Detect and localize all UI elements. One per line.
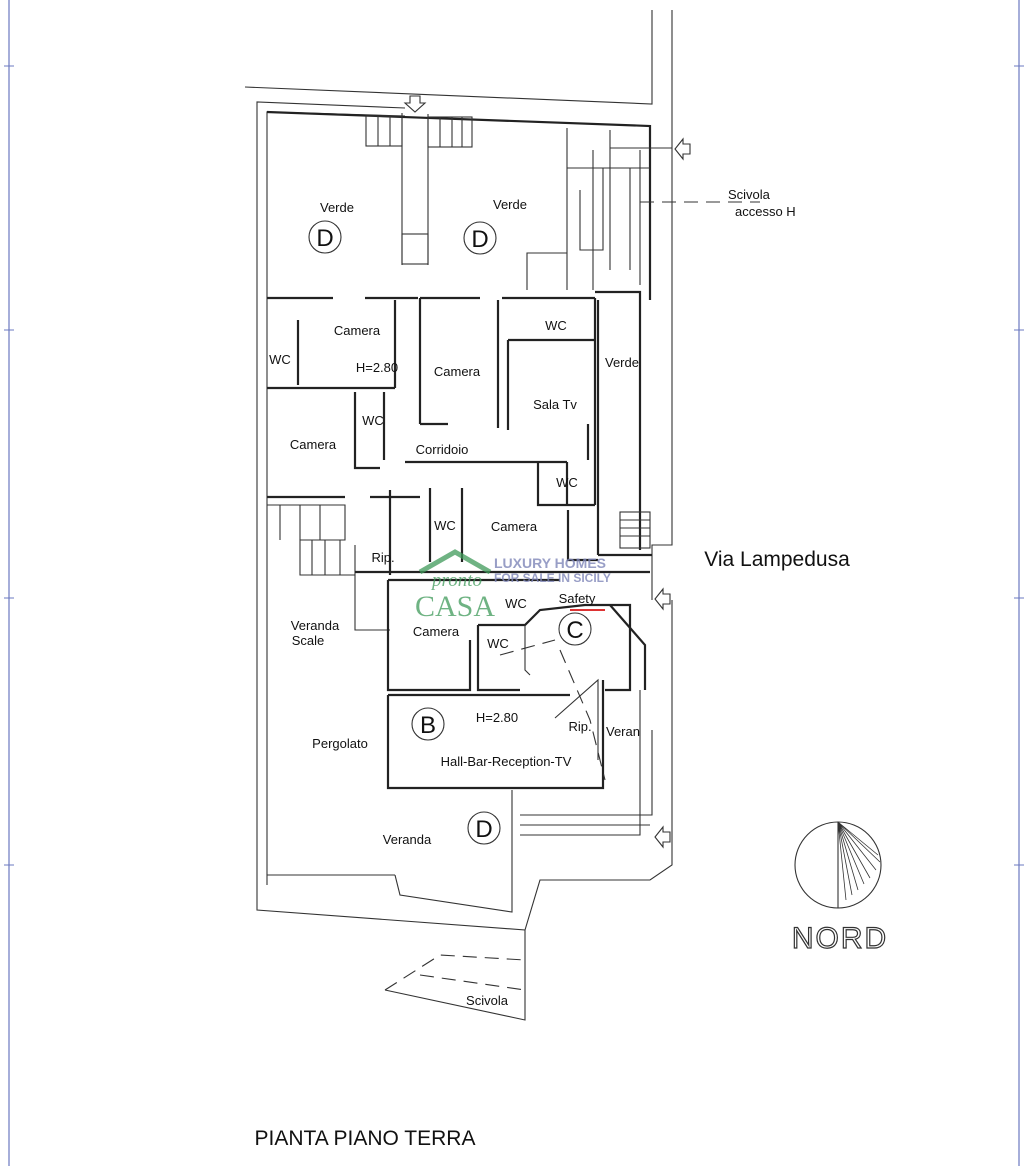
room-verde-right: Verde	[605, 355, 639, 370]
room-wc-3: WC	[362, 413, 384, 428]
street-name: Via Lampedusa	[704, 548, 850, 571]
zone-d-bottom: D	[475, 816, 492, 843]
room-camera-5: Camera	[413, 624, 460, 639]
room-wc-7: WC	[487, 636, 509, 651]
watermark-pronto: pronto	[430, 570, 482, 591]
watermark-logo: pronto CASA LUXURY HOMES FOR SALE IN SIC…	[415, 549, 611, 623]
room-camera-1: Camera	[334, 323, 381, 338]
height-2: H=2.80	[476, 710, 518, 725]
entrance-arrows	[403, 95, 691, 849]
ramp-bottom-label: Scivola	[466, 993, 509, 1008]
arrow-icon	[654, 587, 671, 611]
arrow-icon	[674, 137, 691, 161]
room-corridoio: Corridoio	[416, 442, 469, 457]
north-label: NORD	[792, 922, 888, 955]
room-rip-1: Rip.	[371, 550, 394, 565]
watermark-tag2: FOR SALE IN SICILY	[494, 571, 611, 585]
room-wc-4: WC	[556, 475, 578, 490]
ramp-label-2: accesso H	[735, 204, 796, 219]
sheet-frame	[4, 0, 1024, 1166]
zone-d-mid: D	[471, 226, 488, 253]
zone-d-left: D	[316, 225, 333, 252]
room-wc-1: WC	[269, 352, 291, 367]
room-verde-left: Verde	[320, 200, 354, 215]
room-wc-5: WC	[434, 518, 456, 533]
room-camera-4: Camera	[491, 519, 538, 534]
zone-b: B	[420, 712, 436, 739]
room-rip-2: Rip.	[568, 719, 591, 734]
room-veranda-scale-1: Veranda	[291, 618, 340, 633]
ramp-label-1: Scivola	[728, 187, 771, 202]
room-wc-6: WC	[505, 596, 527, 611]
walls	[256, 110, 760, 1021]
room-sala-tv: Sala Tv	[533, 397, 577, 412]
plan-title: PIANTA PIANO TERRA	[255, 1127, 476, 1150]
room-camera-2: Camera	[434, 364, 481, 379]
room-hall: Hall-Bar-Reception-TV	[441, 754, 572, 769]
arrow-icon	[654, 825, 671, 849]
watermark-tag1: LUXURY HOMES	[494, 555, 606, 571]
room-veran: Veran	[606, 724, 640, 739]
room-camera-3: Camera	[290, 437, 337, 452]
arrow-icon	[403, 95, 427, 113]
room-veranda: Veranda	[383, 832, 432, 847]
north-compass: NORD	[791, 821, 888, 956]
room-verde-mid: Verde	[493, 197, 527, 212]
room-pergolato: Pergolato	[312, 736, 368, 751]
room-safety: Safety	[559, 591, 596, 606]
zone-markers: D D D C B	[308, 220, 592, 845]
room-wc-2: WC	[545, 318, 567, 333]
room-veranda-scale-2: Scale	[292, 633, 325, 648]
height-1: H=2.80	[356, 360, 398, 375]
zone-c: C	[566, 617, 583, 644]
room-labels: Verde Verde Scivola accesso H Camera WC …	[269, 187, 850, 1008]
watermark-casa: CASA	[415, 590, 495, 623]
